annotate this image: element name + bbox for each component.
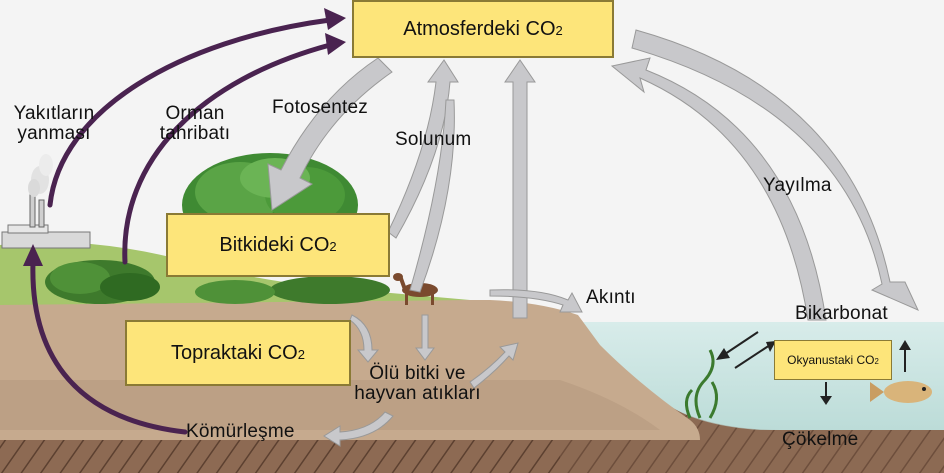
respiration-label: Solunum <box>395 129 472 150</box>
deforestation-label: Orman tahribatı <box>145 104 245 144</box>
gray-flow-arrows <box>267 29 920 447</box>
soil-co2-text: Topraktaki CO <box>171 341 298 364</box>
fuel-burning-arrow <box>47 17 333 208</box>
fuel-burning-line-2: yanması <box>17 123 91 144</box>
diffusion-up-arrow <box>610 57 827 321</box>
soil-co2-subscript: 2 <box>297 347 305 363</box>
fish-figure <box>870 381 932 403</box>
deforestation-line-1: Orman <box>165 103 225 124</box>
bicarbonate-label: Bikarbonat <box>795 303 888 324</box>
soil-emission-arrow <box>504 59 536 319</box>
dead-matter-arrow-1 <box>349 314 380 363</box>
plant-co2-subscript: 2 <box>329 239 337 255</box>
soil-shadow <box>0 380 660 430</box>
deforestation-line-2: tahribatı <box>159 123 231 144</box>
fuel-burning-line-1: Yakıtların <box>13 103 95 124</box>
dead-matter-line-1: Ölü bitki ve <box>369 363 466 384</box>
coalification-label: Kömürleşme <box>186 421 295 442</box>
respiration-arrow-2 <box>409 99 455 293</box>
coalification-arrowhead <box>23 244 43 266</box>
coalification-gray-arrow <box>323 411 394 447</box>
fuel-burning-label: Yakıtların yanması <box>6 104 102 144</box>
diffusion-label: Yayılma <box>763 175 832 196</box>
deforestation-arrow <box>122 42 333 265</box>
dead-matter-arrow-3 <box>469 342 519 389</box>
dead-matter-line-2: hayvan atıkları <box>354 383 481 404</box>
fuel-burning-arrowhead <box>324 8 346 30</box>
seaweed <box>685 349 718 419</box>
dead-matter-arrow-2 <box>415 314 435 361</box>
sedimentation-label: Çökelme <box>782 429 859 450</box>
runoff-arrow <box>489 289 583 313</box>
diffusion-down-arrow <box>631 29 920 311</box>
photosynthesis-label: Fotosentez <box>272 97 368 118</box>
ocean-co2-subscript: 2 <box>874 356 879 366</box>
ocean-exchange-arrowheads <box>716 340 911 405</box>
ocean-co2-text: Okyanustaki CO <box>787 353 875 367</box>
atmosphere-co2-text: Atmosferdeki CO <box>403 17 556 40</box>
deforestation-arrowhead <box>325 33 346 55</box>
factory <box>1 154 91 249</box>
plant-co2-text: Bitkideki CO <box>219 233 330 256</box>
bushes-left <box>45 260 160 304</box>
purple-flow-arrows <box>30 17 333 435</box>
respiration-arrow-1 <box>387 59 459 239</box>
atmosphere-co2-subscript: 2 <box>555 23 563 39</box>
coalification-arrow <box>30 259 188 435</box>
photosynthesis-arrow <box>267 57 393 211</box>
purple-arrowheads <box>23 8 346 266</box>
runoff-label: Akıntı <box>586 287 636 308</box>
dead-matter-label: Ölü bitki ve hayvan atıkları <box>335 364 500 404</box>
